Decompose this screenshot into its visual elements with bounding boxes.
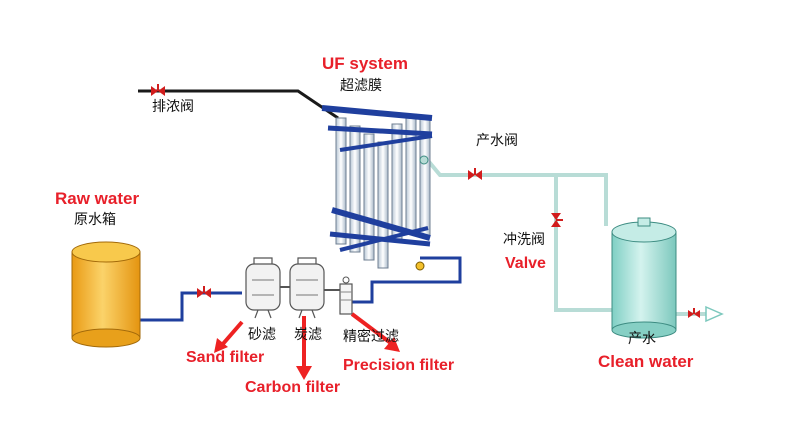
flush-pipe <box>556 173 608 226</box>
product-valve-label: 产水阀 <box>476 133 518 149</box>
uf-membrane-label: 超滤膜 <box>340 78 382 94</box>
uf-membrane-module <box>321 105 433 269</box>
raw-tank-label: 原水箱 <box>74 212 116 228</box>
clean-water-tank <box>611 217 677 339</box>
carbon-filter-vessel <box>289 257 325 319</box>
feed-pipe <box>140 291 242 322</box>
product-water-label: 产水 <box>628 331 656 347</box>
valve-icon <box>688 308 700 318</box>
clean-water-label: Clean water <box>598 352 694 371</box>
carbon-filter-label: Carbon filter <box>245 379 341 396</box>
pointer-arrows <box>214 312 400 380</box>
sand-filter-zh-label: 砂滤 <box>248 327 276 343</box>
valve-label: Valve <box>505 255 546 272</box>
sand-filter-label: Sand filter <box>186 349 265 366</box>
pressure-gauge-icon <box>415 261 425 271</box>
raw-water-label: Raw water <box>55 189 140 208</box>
uf-system-label: UF system <box>322 54 408 73</box>
uf-feed-pipe <box>352 256 462 304</box>
precision-filter-label: Precision filter <box>343 357 455 374</box>
raw-water-tank <box>71 241 141 348</box>
precision-filter-vessel <box>339 276 353 315</box>
drain-valve-label: 排浓阀 <box>152 99 194 115</box>
valve-icon <box>468 168 482 180</box>
carbon-filter-zh-label: 炭滤 <box>294 327 322 343</box>
valve-icon <box>551 213 563 227</box>
flush-valve-label: 冲洗阀 <box>503 232 545 248</box>
precision-filter-zh-label: 精密过滤 <box>343 329 399 345</box>
sand-filter-vessel <box>245 257 281 319</box>
flow-arrow-icon <box>705 305 724 323</box>
valve-icon <box>197 286 211 298</box>
valve-icon <box>151 84 165 96</box>
